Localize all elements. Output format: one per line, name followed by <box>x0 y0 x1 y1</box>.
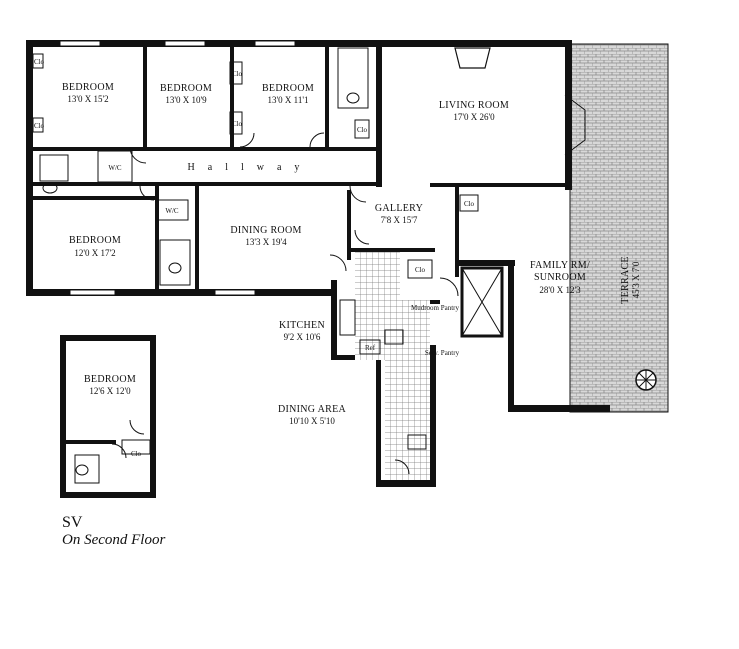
room-dimensions: 12'6 X 12'0 <box>89 386 131 396</box>
room-name: DINING AREA <box>278 404 346 415</box>
room-name: BEDROOM <box>62 82 114 93</box>
room-dining-area: DINING AREA 10'10 X 5'10 <box>278 404 346 426</box>
room-bedroom-4: BEDROOM 12'0 X 17'2 <box>69 235 121 258</box>
room-name: TERRACE <box>620 256 631 304</box>
mudroom-label: Mudroom Pantry <box>411 304 460 312</box>
closet-label: Clo <box>415 266 426 274</box>
closet-label: Clo <box>232 120 243 128</box>
room-dimensions: 13'0 X 15'2 <box>67 94 108 104</box>
room-kitchen: KITCHEN 9'2 X 10'6 <box>279 320 325 342</box>
room-living: LIVING ROOM 17'0 X 26'0 <box>439 100 509 122</box>
wic-label: W/C <box>165 207 179 215</box>
closet-label: Clo <box>131 450 142 458</box>
room-name: LIVING ROOM <box>439 100 509 111</box>
room-dimensions: 13'3 X 19'4 <box>245 237 287 247</box>
hallway-label: Hallway <box>188 162 313 173</box>
fixtures <box>32 47 479 297</box>
room-bedroom-5: BEDROOM 12'6 X 12'0 <box>84 374 136 396</box>
small-labels: Clo Clo Clo Clo Clo Clo Clo Clo W/C W/C … <box>34 58 475 458</box>
wic-label: W/C <box>108 164 122 172</box>
fireplace-icon <box>454 47 491 69</box>
room-family: FAMILY RM/ SUNROOM 28'0 X 12'3 <box>530 260 590 295</box>
plant-icon <box>635 369 657 391</box>
room-dimensions: 17'0 X 26'0 <box>453 112 495 122</box>
terrace-area <box>569 43 669 413</box>
room-bedroom-1: BEDROOM 13'0 X 15'2 <box>62 82 114 104</box>
room-dining: DINING ROOM 13'3 X 19'4 <box>230 225 301 247</box>
closet-label: Clo <box>357 126 368 134</box>
room-name: KITCHEN <box>279 320 325 331</box>
room-dimensions: 13'0 X 10'9 <box>165 95 207 105</box>
closet-label: Clo <box>34 122 45 130</box>
room-dimensions: 45'3 X 7'0 <box>631 261 641 298</box>
room-name: BEDROOM <box>84 374 136 385</box>
room-name: GALLERY <box>375 203 423 214</box>
room-bedroom-3: BEDROOM 13'0 X 11'1 <box>262 83 314 105</box>
room-name: DINING ROOM <box>230 225 301 236</box>
caption-floor: On Second Floor <box>62 532 166 548</box>
room-name: BEDROOM <box>160 83 212 94</box>
room-name-line2: SUNROOM <box>534 272 586 283</box>
caption-unit: SV <box>62 514 83 531</box>
room-terrace: TERRACE 45'3 X 7'0 <box>620 256 641 304</box>
second-floor-unit <box>60 335 156 498</box>
service-pantry-label: Serv. Pantry <box>425 349 460 357</box>
closet-label: Clo <box>232 70 243 78</box>
room-dimensions: 10'10 X 5'10 <box>289 416 335 426</box>
ref-label: Ref <box>365 344 376 352</box>
closet-label: Clo <box>34 58 45 66</box>
room-bedroom-2: BEDROOM 13'0 X 10'9 <box>160 83 212 105</box>
kitchen-tile-floor <box>339 252 430 480</box>
room-dimensions: 7'8 X 15'7 <box>381 215 418 225</box>
main-unit-walls <box>26 40 610 487</box>
room-dimensions: 12'0 X 17'2 <box>74 248 115 258</box>
room-gallery: GALLERY 7'8 X 15'7 <box>375 203 423 225</box>
room-name: BEDROOM <box>262 83 314 94</box>
room-name: BEDROOM <box>69 235 121 246</box>
hallway-text: Hallway <box>188 162 313 173</box>
room-dimensions: 28'0 X 12'3 <box>539 285 581 295</box>
room-dimensions: 9'2 X 10'6 <box>284 332 321 342</box>
closet-label: Clo <box>464 200 475 208</box>
room-name: FAMILY RM/ <box>530 260 590 271</box>
room-dimensions: 13'0 X 11'1 <box>268 95 309 105</box>
